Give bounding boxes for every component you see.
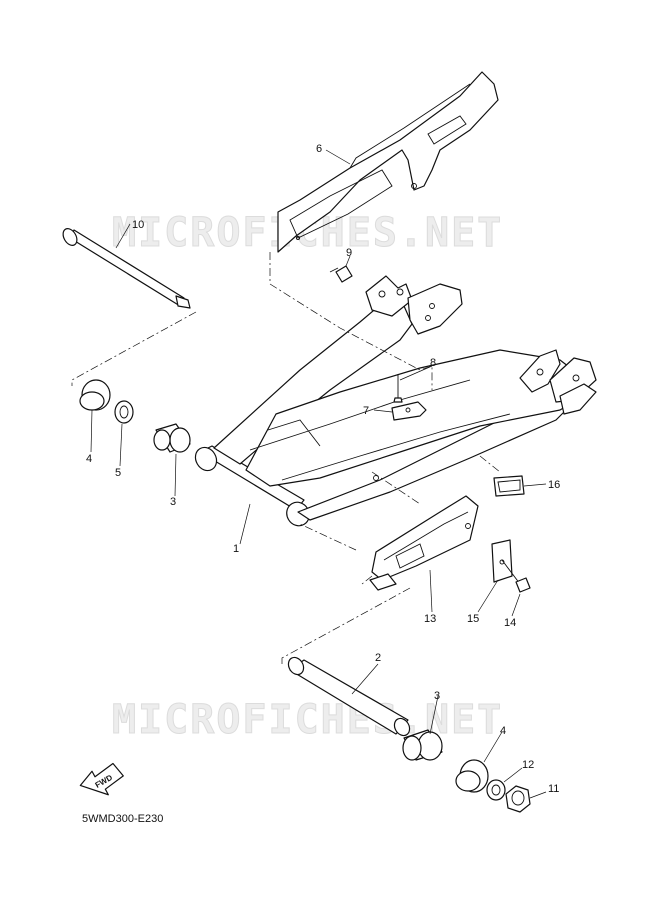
callout-13: 13 [424, 613, 436, 625]
callout-6: 6 [316, 143, 322, 155]
callout-3-bottom: 3 [434, 690, 440, 702]
bolt-9-part [329, 265, 353, 283]
callout-12: 12 [522, 759, 534, 771]
chain-guide-13-part [369, 495, 479, 591]
oil-seal-4-top-part [79, 379, 111, 411]
chain-case-part [277, 71, 499, 253]
washer-12-part [486, 779, 506, 801]
leader-lines [90, 149, 547, 799]
bolt-14-part [501, 559, 531, 593]
callout-4-bottom: 4 [500, 725, 506, 737]
callout-4-top: 4 [86, 453, 92, 465]
assembly-lines [71, 252, 501, 664]
callout-3-top: 3 [170, 496, 176, 508]
label-16-part [493, 475, 525, 497]
diagram-code: 5WMD300-E230 [82, 813, 163, 825]
callout-9: 9 [346, 247, 352, 259]
nut-11-part [505, 785, 531, 813]
bushing-3-top-part [153, 423, 191, 453]
watermark-bottom: MICROFICHES.NET [112, 697, 503, 743]
callout-16: 16 [548, 479, 560, 491]
callout-1: 1 [233, 543, 239, 555]
pivot-bolt-part [62, 228, 191, 309]
callout-labels: 1 2 3 3 4 4 5 6 7 8 9 10 11 12 13 14 15 … [86, 143, 560, 795]
callout-8: 8 [430, 357, 436, 369]
oil-seal-4-bottom-part [455, 759, 489, 793]
callout-15: 15 [467, 613, 479, 625]
washer-5-part [114, 400, 134, 424]
fwd-arrow-icon: FWD [79, 762, 124, 796]
swingarm-part [194, 275, 597, 527]
callout-2: 2 [375, 652, 381, 664]
bushing-3-bottom-part [402, 729, 443, 761]
plate-15-part [491, 539, 513, 583]
bracket-7-part [391, 401, 427, 421]
callout-5: 5 [115, 467, 121, 479]
callout-10: 10 [132, 219, 144, 231]
pivot-shaft-2-part [287, 656, 411, 737]
rivet-8-part [393, 374, 403, 403]
callout-11: 11 [548, 783, 559, 795]
callout-14: 14 [504, 617, 516, 629]
callout-7: 7 [363, 405, 369, 417]
